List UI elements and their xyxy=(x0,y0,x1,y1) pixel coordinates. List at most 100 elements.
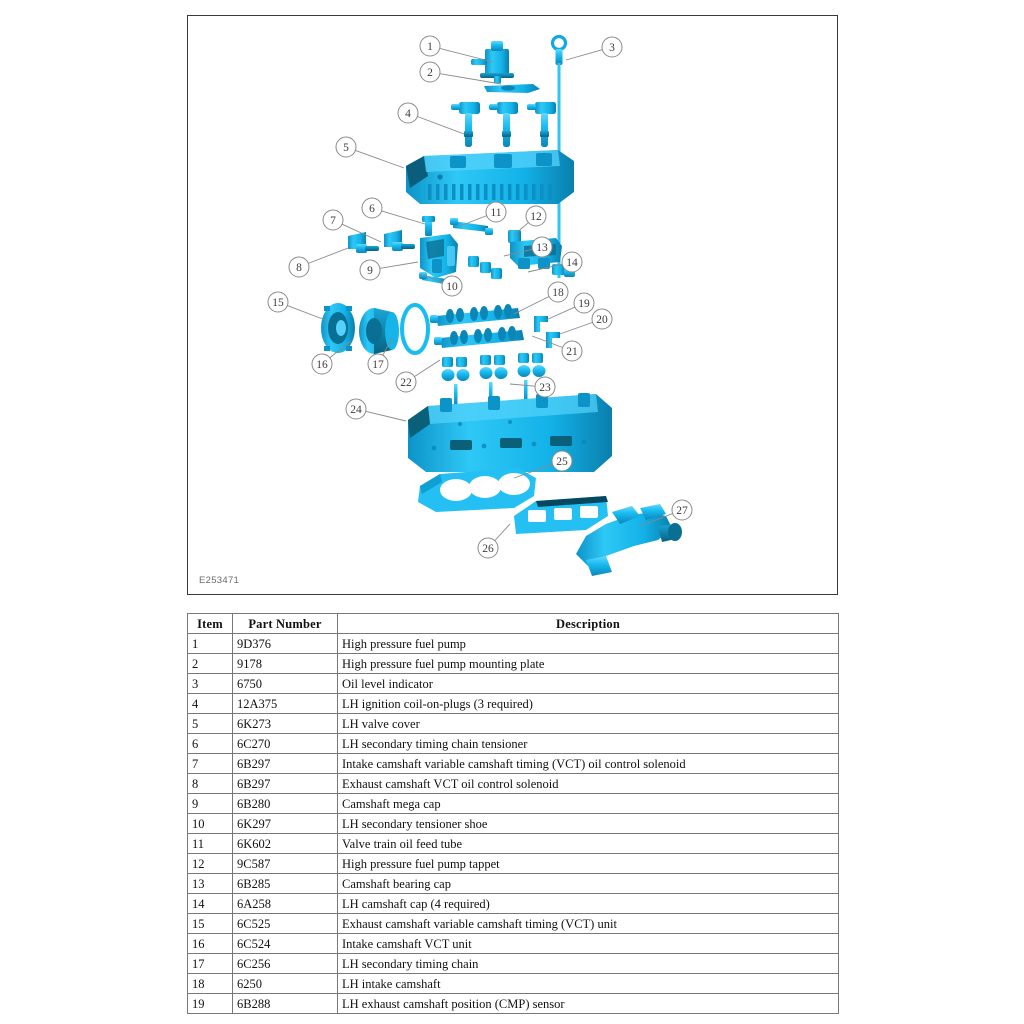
leader-line xyxy=(439,48,494,63)
callout-circle xyxy=(288,256,310,278)
diagram-artwork: 1234567891011121314151617181920212223242… xyxy=(267,34,693,576)
part-valve-train-oil-feed-tube xyxy=(450,218,493,235)
callout-number: 18 xyxy=(552,287,564,299)
leader-line xyxy=(503,248,533,257)
part-number-cell: 9C587 xyxy=(232,853,338,874)
callout-16: 16 xyxy=(311,340,352,375)
leader-line xyxy=(379,261,419,269)
callout-circle xyxy=(591,308,613,330)
table-header-row: Item Part Number Description xyxy=(187,613,839,634)
part-number-cell: 6250 xyxy=(232,973,338,994)
callout-circle xyxy=(395,371,417,393)
callout-circle xyxy=(485,201,507,223)
callout-circle xyxy=(561,340,583,362)
item-cell: 13 xyxy=(187,873,233,894)
part-intake-vct-oil-control-solenoid xyxy=(384,230,415,251)
callout-circle xyxy=(547,281,569,303)
callout-number: 17 xyxy=(372,359,384,371)
part-high-pressure-fuel-pump xyxy=(471,41,514,83)
callout-circle xyxy=(345,398,367,420)
callout-circle xyxy=(477,537,499,559)
callout-number: 16 xyxy=(316,359,328,371)
callout-number: 13 xyxy=(536,242,548,254)
callout-number: 7 xyxy=(330,215,336,227)
callout-number: 14 xyxy=(566,257,578,269)
part-number-cell: 6C525 xyxy=(232,913,338,934)
callout-4: 4 xyxy=(397,102,465,135)
item-cell: 16 xyxy=(187,933,233,954)
item-cell: 15 xyxy=(187,913,233,934)
callout-number: 23 xyxy=(539,382,551,394)
part-intake-camshaft-vct-unit xyxy=(359,308,399,354)
callout-number: 15 xyxy=(272,297,284,309)
item-cell: 9 xyxy=(187,793,233,814)
callout-6: 6 xyxy=(361,197,426,225)
description-cell: LH secondary timing chain tensioner xyxy=(337,733,839,754)
part-number-cell: 12A375 xyxy=(232,693,338,714)
callout-number: 1 xyxy=(427,41,433,53)
callout-number: 8 xyxy=(296,262,302,274)
leader-line xyxy=(459,215,487,227)
leader-line xyxy=(382,337,393,356)
part-ignition-coil-on-plugs xyxy=(451,102,556,147)
callout-number: 20 xyxy=(596,314,608,326)
part-cylinder-head xyxy=(408,393,612,472)
item-cell: 12 xyxy=(187,853,233,874)
leader-line xyxy=(545,306,576,321)
description-cell: LH exhaust camshaft position (CMP) senso… xyxy=(337,993,839,1014)
callout-20: 20 xyxy=(559,308,613,335)
description-cell: Camshaft bearing cap xyxy=(337,873,839,894)
callout-circle xyxy=(419,61,441,83)
item-cell: 17 xyxy=(187,953,233,974)
callout-number: 26 xyxy=(482,543,494,555)
item-cell: 18 xyxy=(187,973,233,994)
item-cell: 19 xyxy=(187,993,233,1014)
part-lh-intake-camshaft xyxy=(430,304,520,326)
item-cell: 1 xyxy=(187,633,233,654)
part-camshaft-mega-cap xyxy=(420,234,458,278)
part-exhaust-camshaft-vct-unit xyxy=(321,303,355,353)
leader-line xyxy=(559,321,593,335)
part-exhaust-vct-oil-control-solenoid xyxy=(348,232,379,253)
leader-line xyxy=(494,523,511,541)
callout-number: 22 xyxy=(400,377,412,389)
callout-circle xyxy=(551,450,573,472)
callout-22: 22 xyxy=(395,359,441,393)
callout-8: 8 xyxy=(288,247,349,278)
callout-number: 6 xyxy=(369,203,375,215)
leader-line xyxy=(287,305,329,322)
callout-number: 2 xyxy=(427,67,433,79)
callout-1: 1 xyxy=(419,35,494,63)
callout-circle xyxy=(534,376,556,398)
part-number-cell: 6A258 xyxy=(232,893,338,914)
leader-line xyxy=(341,223,382,243)
part-number-cell: 6750 xyxy=(232,673,338,694)
part-number-cell: 6B297 xyxy=(232,773,338,794)
item-cell: 14 xyxy=(187,893,233,914)
item-cell: 8 xyxy=(187,773,233,794)
callout-17: 17 xyxy=(367,337,393,375)
callout-number: 25 xyxy=(556,456,568,468)
column-header-part-number: Part Number xyxy=(232,613,338,634)
part-camshaft-position-sensor xyxy=(534,316,560,348)
description-cell: LH intake camshaft xyxy=(337,973,839,994)
description-cell: Intake camshaft variable camshaft timing… xyxy=(337,753,839,774)
callout-circle xyxy=(397,102,419,124)
description-cell: Exhaust camshaft variable camshaft timin… xyxy=(337,913,839,934)
description-cell: Camshaft mega cap xyxy=(337,793,839,814)
part-high-pressure-fuel-pump-tappet xyxy=(508,230,521,243)
callout-circle xyxy=(367,353,389,375)
item-cell: 5 xyxy=(187,713,233,734)
part-tappets-cluster xyxy=(441,353,546,381)
leader-line xyxy=(439,73,502,85)
